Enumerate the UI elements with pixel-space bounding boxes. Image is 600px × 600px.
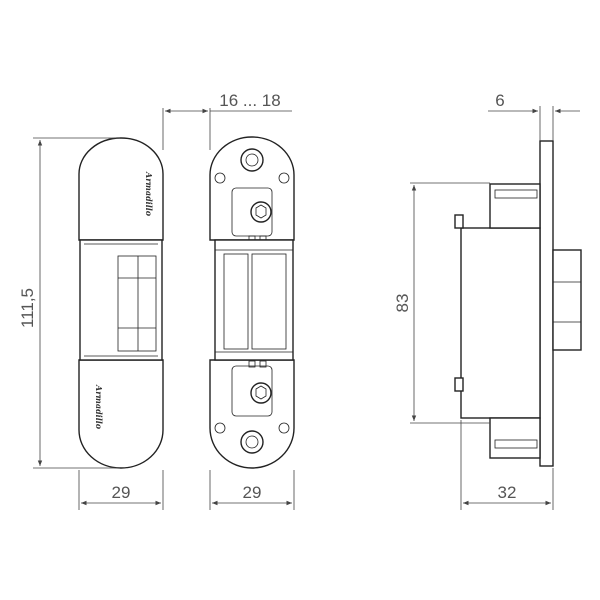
hinge-open-view: [209, 136, 295, 469]
dim-depth: 32: [460, 420, 554, 510]
screw-hole: [278, 422, 290, 434]
brand-logo-top: Armadillo: [144, 171, 154, 217]
dim-width-left-label: 29: [112, 483, 131, 502]
dim-depth-label: 32: [498, 483, 517, 502]
dim-door-thickness-label: 16 ... 18: [219, 91, 280, 110]
face-plate: [539, 140, 554, 467]
hex-socket-icon: [255, 204, 267, 219]
screw-hole: [278, 172, 290, 184]
screw-hole: [214, 422, 226, 434]
hinge-front-view: Armadillo Armadillo: [78, 137, 164, 469]
hex-socket-icon: [255, 385, 267, 400]
dim-width-middle-label: 29: [243, 483, 262, 502]
side-arm: [552, 249, 582, 351]
hinge-link-block: [79, 239, 163, 361]
dim-height-total: 111,5: [18, 137, 120, 469]
mount-hole-top: [240, 148, 264, 172]
hinge-side-view: [454, 140, 582, 467]
screw-hole: [214, 172, 226, 184]
hinge-top-body: [78, 137, 164, 241]
brand-logo-bottom: Armadillo: [94, 384, 104, 430]
dim-mount-height: 83: [393, 182, 490, 424]
hinge-top-plate: [209, 136, 295, 241]
side-body: [460, 227, 541, 419]
hinge-arms: [214, 239, 294, 361]
dim-door-thickness: 16 ... 18: [162, 91, 292, 150]
hinge-bottom-plate: [209, 359, 295, 469]
adjust-cam-bottom: [231, 365, 273, 417]
dim-plate-thickness: 6: [488, 91, 580, 141]
dim-plate-thickness-label: 6: [495, 91, 504, 110]
dim-width-middle: 29: [209, 470, 295, 510]
mount-hole-bottom: [240, 430, 264, 454]
dim-height-total-label: 111,5: [18, 288, 37, 328]
dim-mount-height-label: 83: [393, 294, 412, 313]
hinge-bottom-body: [78, 359, 164, 469]
dim-width-left: 29: [78, 470, 164, 510]
